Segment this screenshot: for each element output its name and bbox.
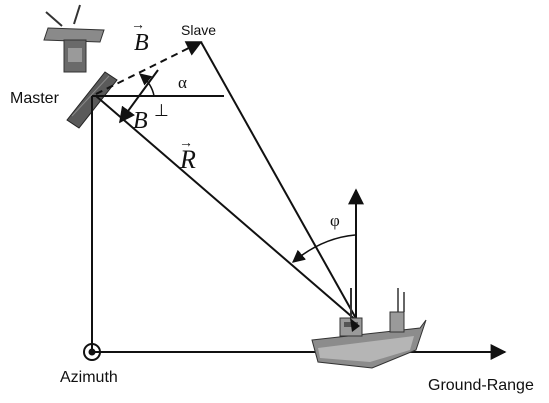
ship-icon bbox=[311, 288, 427, 369]
range-vector-arrow-mark: → bbox=[179, 136, 193, 151]
alpha-arc bbox=[139, 73, 155, 97]
baseline-vector-arrow-mark: → bbox=[131, 18, 145, 33]
range-vector-line bbox=[95, 95, 359, 323]
range-vector-label: R bbox=[179, 145, 196, 174]
master-label: Master bbox=[10, 90, 60, 107]
azimuth-label: Azimuth bbox=[60, 369, 118, 386]
slave-satellite-icon bbox=[43, 4, 105, 73]
perpendicular-symbol: ⊥ bbox=[154, 101, 169, 120]
phi-label: φ bbox=[330, 211, 340, 230]
slave-label: Slave bbox=[181, 22, 216, 38]
ground-range-label: Ground-Range bbox=[428, 377, 534, 394]
baseline-vector-label: B bbox=[134, 30, 149, 56]
perpendicular-baseline-label: B bbox=[133, 108, 148, 134]
slave-range-line bbox=[200, 41, 359, 323]
alpha-label: α bbox=[178, 73, 187, 92]
azimuth-axis-icon bbox=[83, 343, 101, 361]
baseline-vector-line bbox=[95, 41, 203, 95]
phi-arc bbox=[292, 234, 356, 263]
